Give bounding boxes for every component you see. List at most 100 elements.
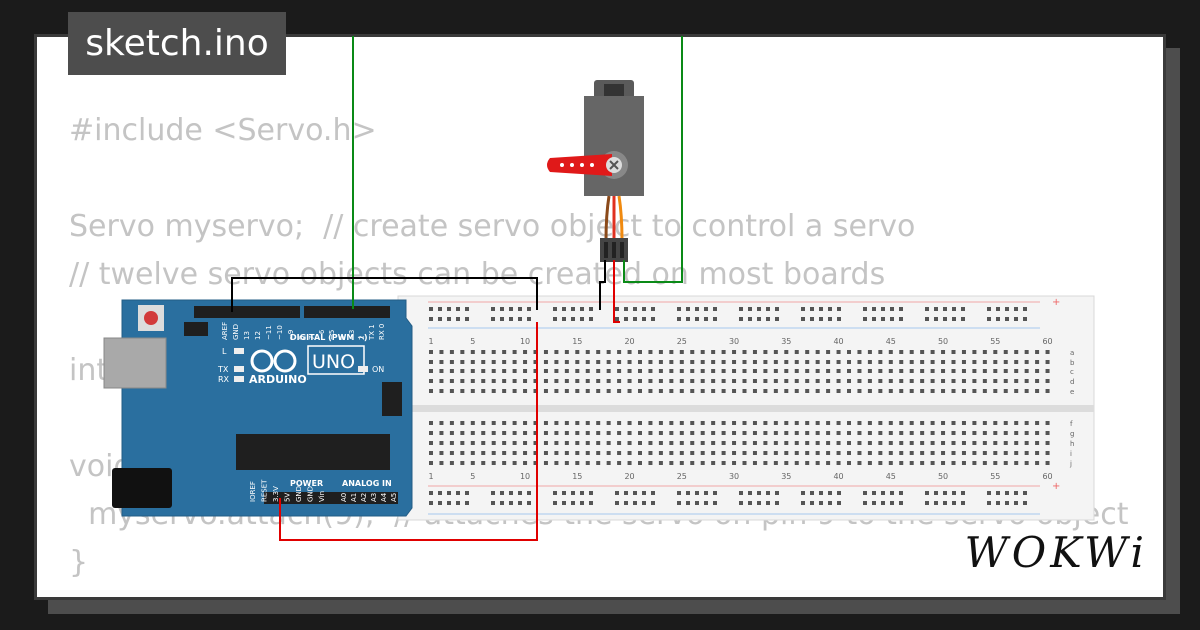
power-header[interactable] <box>264 492 348 504</box>
breadboard-hole[interactable] <box>554 350 559 354</box>
breadboard-hole[interactable] <box>449 441 454 445</box>
rail-hole[interactable] <box>1014 491 1018 495</box>
rail-hole[interactable] <box>562 317 566 321</box>
rail-hole[interactable] <box>571 501 575 505</box>
breadboard-hole[interactable] <box>470 461 475 465</box>
rail-hole[interactable] <box>766 501 770 505</box>
breadboard-hole[interactable] <box>1003 389 1008 393</box>
breadboard-hole[interactable] <box>1024 451 1029 455</box>
rail-hole[interactable] <box>801 317 805 321</box>
breadboard-hole[interactable] <box>669 369 674 373</box>
breadboard-hole[interactable] <box>596 350 601 354</box>
rail-hole[interactable] <box>456 307 460 311</box>
rail-hole[interactable] <box>766 317 770 321</box>
breadboard-hole[interactable] <box>847 461 851 465</box>
breadboard-hole[interactable] <box>1014 451 1019 455</box>
breadboard-hole[interactable] <box>961 451 966 455</box>
rail-hole[interactable] <box>890 307 894 311</box>
breadboard-hole[interactable] <box>679 360 684 364</box>
rail-hole[interactable] <box>801 491 805 495</box>
rail-hole[interactable] <box>943 317 947 321</box>
rail-hole[interactable] <box>810 317 814 321</box>
rail-hole[interactable] <box>429 501 433 505</box>
breadboard-hole[interactable] <box>481 461 486 465</box>
breadboard-hole[interactable] <box>836 360 841 364</box>
breadboard-hole[interactable] <box>721 360 726 364</box>
breadboard-hole[interactable] <box>773 350 778 354</box>
breadboard-hole[interactable] <box>690 461 695 465</box>
breadboard-hole[interactable] <box>669 350 674 354</box>
breadboard-hole[interactable] <box>512 451 517 455</box>
breadboard-hole[interactable] <box>993 441 998 445</box>
breadboard-hole[interactable] <box>763 431 768 435</box>
breadboard-hole[interactable] <box>1003 350 1008 354</box>
breadboard-hole[interactable] <box>867 461 872 465</box>
rail-hole[interactable] <box>589 317 593 321</box>
rail-hole[interactable] <box>748 501 752 505</box>
rail-hole[interactable] <box>456 317 460 321</box>
breadboard-hole[interactable] <box>690 421 695 425</box>
breadboard-hole[interactable] <box>805 350 810 354</box>
breadboard-hole[interactable] <box>575 451 580 455</box>
rail-hole[interactable] <box>686 491 690 495</box>
breadboard-hole[interactable] <box>700 441 705 445</box>
breadboard-hole[interactable] <box>523 421 528 425</box>
rail-hole[interactable] <box>500 317 504 321</box>
rail-hole[interactable] <box>509 307 513 311</box>
breadboard-hole[interactable] <box>1035 369 1040 373</box>
breadboard-hole[interactable] <box>648 389 653 393</box>
breadboard-hole[interactable] <box>951 360 956 364</box>
breadboard-hole[interactable] <box>439 451 444 455</box>
breadboard-hole[interactable] <box>941 451 946 455</box>
breadboard-hole[interactable] <box>732 421 737 425</box>
rail-hole[interactable] <box>677 491 681 495</box>
breadboard-hole[interactable] <box>1035 431 1040 435</box>
breadboard-hole[interactable] <box>721 441 726 445</box>
breadboard-hole[interactable] <box>982 431 987 435</box>
breadboard-hole[interactable] <box>481 451 486 455</box>
breadboard-hole[interactable] <box>784 369 789 373</box>
breadboard-hole[interactable] <box>763 389 768 393</box>
breadboard-hole[interactable] <box>627 369 632 373</box>
breadboard-hole[interactable] <box>742 389 747 393</box>
breadboard-hole[interactable] <box>899 389 904 393</box>
rail-hole[interactable] <box>1005 317 1009 321</box>
rail-hole[interactable] <box>713 491 717 495</box>
breadboard-hole[interactable] <box>648 431 653 435</box>
rail-hole[interactable] <box>881 317 885 321</box>
breadboard-hole[interactable] <box>658 421 663 425</box>
rail-hole[interactable] <box>1005 491 1009 495</box>
breadboard-hole[interactable] <box>470 441 475 445</box>
rail-hole[interactable] <box>633 501 637 505</box>
breadboard-hole[interactable] <box>888 461 893 465</box>
rail-hole[interactable] <box>500 307 504 311</box>
breadboard-hole[interactable] <box>805 389 810 393</box>
breadboard-hole[interactable] <box>711 360 716 364</box>
rail-hole[interactable] <box>465 491 469 495</box>
breadboard-hole[interactable] <box>606 389 611 393</box>
breadboard-hole[interactable] <box>679 421 684 425</box>
breadboard-hole[interactable] <box>763 441 768 445</box>
breadboard-hole[interactable] <box>1003 461 1008 465</box>
rail-hole[interactable] <box>553 491 557 495</box>
breadboard-hole[interactable] <box>909 451 914 455</box>
breadboard-hole[interactable] <box>1003 441 1008 445</box>
breadboard-hole[interactable] <box>920 461 925 465</box>
breadboard-hole[interactable] <box>1003 431 1008 435</box>
digital-header-right[interactable] <box>304 306 390 318</box>
breadboard-hole[interactable] <box>815 461 820 465</box>
breadboard-hole[interactable] <box>878 379 883 383</box>
breadboard-hole[interactable] <box>617 369 622 373</box>
breadboard-hole[interactable] <box>930 360 935 364</box>
rail-hole[interactable] <box>447 317 451 321</box>
breadboard-hole[interactable] <box>429 379 433 383</box>
breadboard-hole[interactable] <box>982 360 987 364</box>
breadboard-hole[interactable] <box>752 431 757 435</box>
rail-hole[interactable] <box>686 307 690 311</box>
breadboard-hole[interactable] <box>1014 421 1019 425</box>
breadboard-hole[interactable] <box>502 421 507 425</box>
breadboard-hole[interactable] <box>752 451 757 455</box>
breadboard-hole[interactable] <box>930 431 935 435</box>
breadboard-hole[interactable] <box>752 360 757 364</box>
breadboard-hole[interactable] <box>857 350 862 354</box>
